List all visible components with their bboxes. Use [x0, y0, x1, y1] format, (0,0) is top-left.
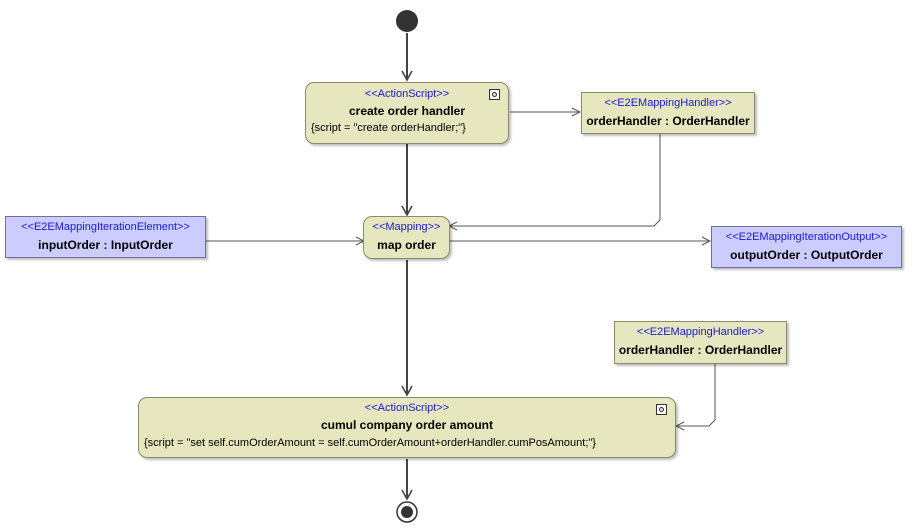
- object-output-order[interactable]: <<E2EMappingIterationOutput>> outputOrde…: [711, 226, 902, 268]
- stereotype-label: <<E2EMappingIterationElement>>: [21, 221, 190, 233]
- object-name: orderHandler : OrderHandler: [618, 343, 783, 357]
- initial-node[interactable]: [396, 10, 418, 32]
- object-input-order[interactable]: <<E2EMappingIterationElement>> inputOrde…: [5, 216, 206, 258]
- stereotype-label: <<ActionScript>>: [364, 402, 450, 414]
- object-order-handler-bottom[interactable]: <<E2EMappingHandler>> orderHandler : Ord…: [614, 321, 787, 364]
- object-name: outputOrder : OutputOrder: [730, 248, 883, 262]
- action-script: {script = "set self.cumOrderAmount = sel…: [144, 437, 596, 449]
- action-name: cumul company order amount: [320, 418, 494, 432]
- object-order-handler-top[interactable]: <<E2EMappingHandler>> orderHandler : Ord…: [581, 92, 755, 134]
- action-name: map order: [377, 238, 436, 252]
- objflow-handler2-to-cumul[interactable]: [676, 364, 716, 426]
- stereotype-label: <<Mapping>>: [372, 221, 441, 233]
- objflow-handler-to-map[interactable]: [449, 134, 661, 226]
- action-name: create order handler: [348, 104, 466, 118]
- stereotype-label: <<E2EMappingHandler>>: [604, 97, 732, 109]
- object-name: orderHandler : OrderHandler: [586, 114, 750, 128]
- stereotype-label: <<E2EMappingHandler>>: [636, 326, 765, 338]
- script-gear-icon: [489, 89, 500, 100]
- object-name: inputOrder : InputOrder: [38, 238, 173, 252]
- action-map-order[interactable]: <<Mapping>> map order: [363, 216, 450, 259]
- stereotype-label: <<ActionScript>>: [364, 88, 450, 100]
- stereotype-label: <<E2EMappingIterationOutput>>: [725, 231, 888, 243]
- action-script: {script = "create orderHandler;"}: [311, 122, 466, 134]
- script-gear-icon: [656, 404, 667, 415]
- final-node-core: [401, 506, 413, 518]
- action-cumul-company-order-amount[interactable]: <<ActionScript>> cumul company order amo…: [138, 397, 676, 458]
- action-create-order-handler[interactable]: <<ActionScript>> create order handler {s…: [305, 82, 509, 144]
